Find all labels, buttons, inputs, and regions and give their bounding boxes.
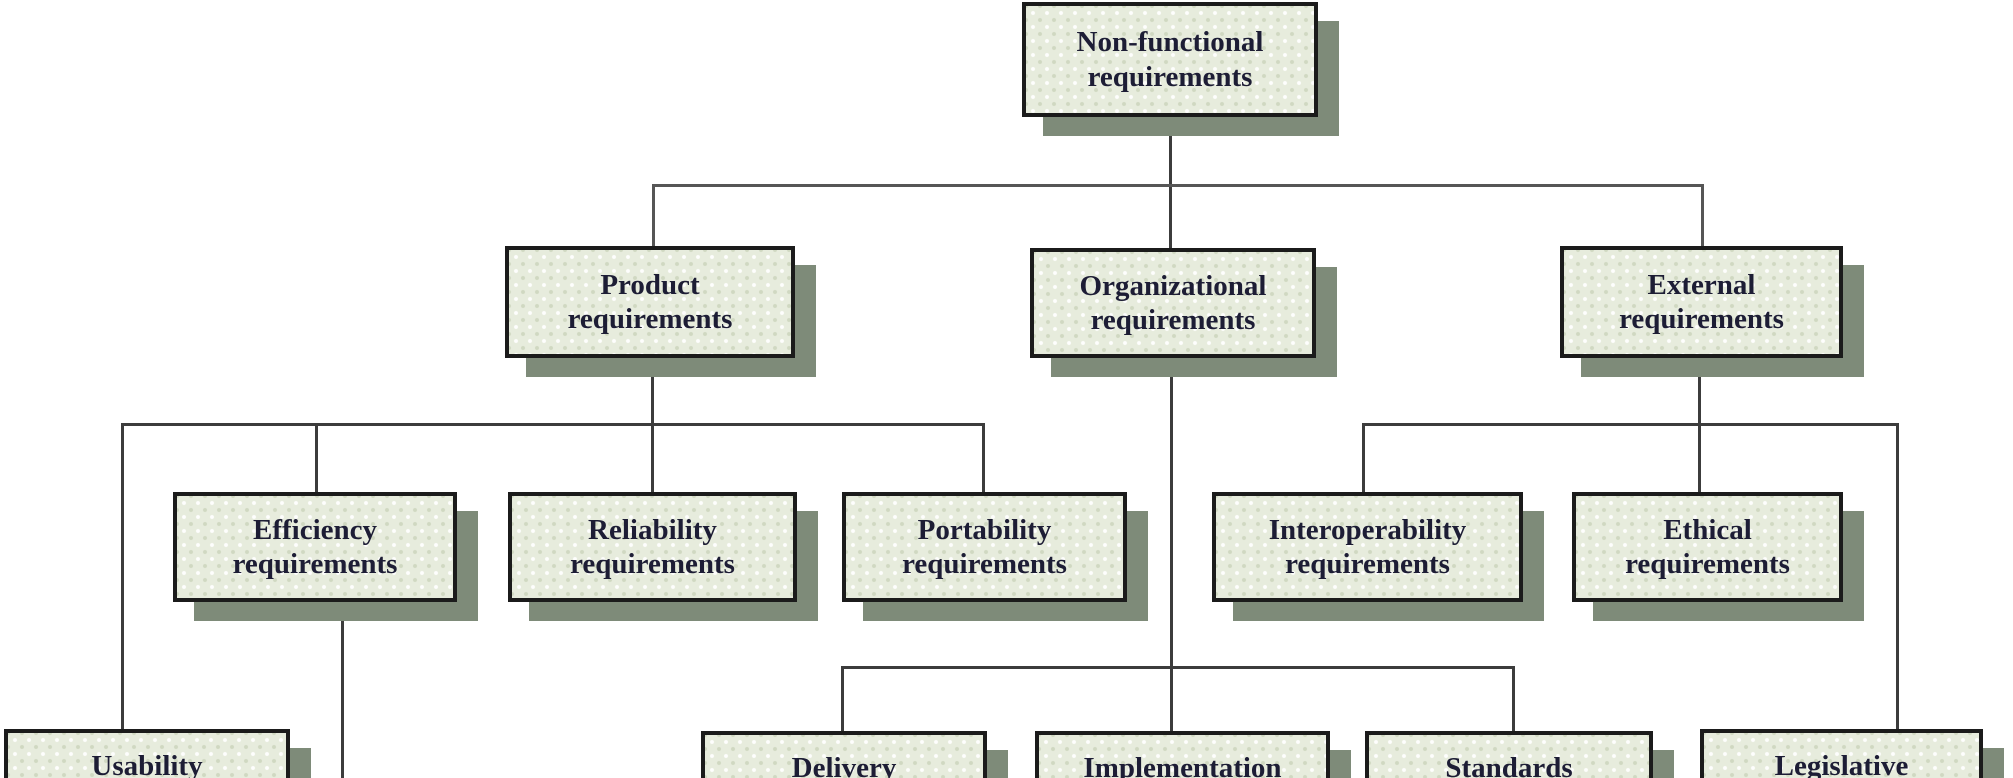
node-organizational-requirements: Organizational requirements [1030,248,1316,358]
node-efficiency-requirements: Efficiency requirements [173,492,457,602]
node-label: Standards [1445,752,1573,778]
node-label: Delivery [791,752,897,778]
node-portability-requirements: Portability requirements [842,492,1127,602]
connector-drop-interoperability [1362,423,1365,494]
connector-drop-usability [121,423,124,733]
connector-efficiency-down [341,600,344,778]
node-product-requirements: Product requirements [505,246,795,358]
connector-organizational-to-implementation [1170,356,1173,734]
connector-drop-product [652,184,655,249]
node-usability: Usability [4,729,290,778]
node-label: Usability [91,750,203,778]
node-label: Ethical requirements [1625,513,1790,580]
node-label: Non-functional requirements [1076,26,1264,93]
connector-organizational-rail [841,666,1515,669]
node-label: External requirements [1619,268,1784,335]
node-label: Portability requirements [902,513,1067,580]
node-external-requirements: External requirements [1560,246,1843,358]
connector-product-rail [121,423,985,426]
node-reliability-requirements: Reliability requirements [508,492,797,602]
node-label: Implementation [1083,752,1282,778]
connector-level1-rail [652,184,1704,187]
node-implementation: Implementation [1035,731,1330,778]
connector-drop-efficiency [315,423,318,494]
node-ethical-requirements: Ethical requirements [1572,492,1843,602]
node-label: Reliability requirements [570,513,735,580]
node-label: Efficiency requirements [232,513,398,580]
node-interoperability-requirements: Interoperability requirements [1212,492,1523,602]
connector-drop-legislative [1896,423,1899,733]
node-non-functional-requirements: Non-functional requirements [1022,2,1318,117]
node-standards: Standards [1365,731,1653,778]
connector-drop-standards [1512,666,1515,734]
node-label: Legislative [1774,750,1909,778]
connector-drop-external [1701,184,1704,249]
node-label: Interoperability requirements [1268,513,1467,580]
node-legislative: Legislative [1700,729,1983,778]
node-delivery: Delivery [701,731,987,778]
connector-drop-portability [982,423,985,494]
connector-drop-delivery [841,666,844,734]
node-label: Product requirements [567,268,733,335]
node-label: Organizational requirements [1079,269,1267,336]
connector-external-rail [1362,423,1899,426]
connector-root-to-organizational [1169,117,1172,250]
